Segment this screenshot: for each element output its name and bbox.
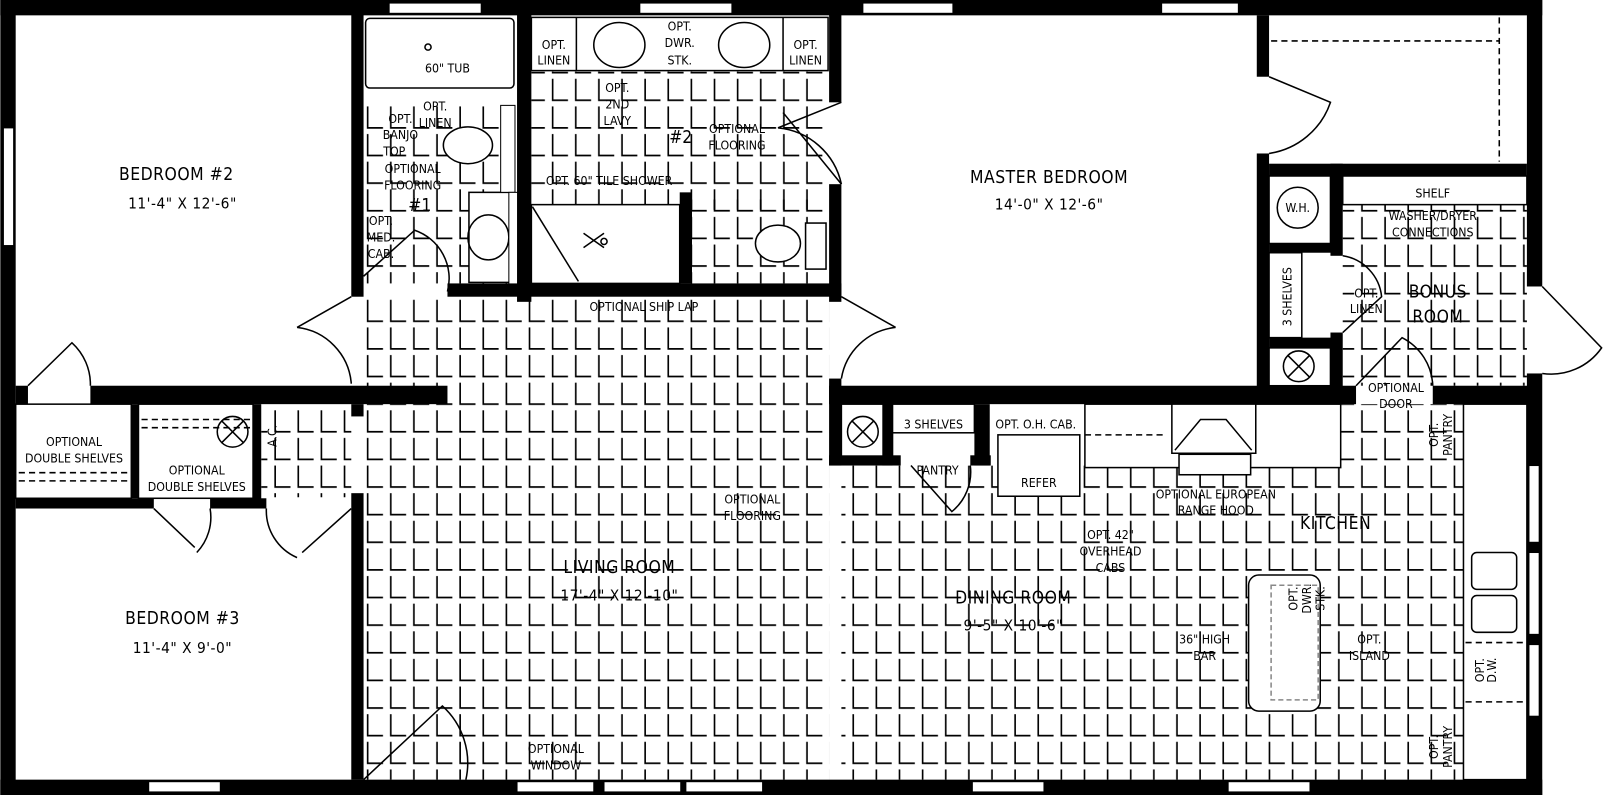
bonus-name-2: ROOM [1412,307,1463,327]
svg-text:WINDOW: WINDOW [531,758,582,772]
svg-text:LINEN: LINEN [419,116,452,130]
bedroom2-name: BEDROOM #2 [119,165,234,185]
svg-text:OPT.: OPT. [1427,735,1441,759]
svg-text:OPTIONAL EUROPEAN: OPTIONAL EUROPEAN [1156,487,1276,501]
svg-text:D.W.: D.W. [1485,658,1499,683]
svg-text:OPTIONAL SHIP LAP: OPTIONAL SHIP LAP [590,300,699,314]
bedroom3-name: BEDROOM #3 [125,609,240,629]
svg-text:DWR.: DWR. [1300,583,1314,613]
fixtures [14,15,1528,781]
doors [27,76,1603,781]
svg-text:OPTIONAL: OPTIONAL [528,742,585,756]
svg-text:W.H.: W.H. [1285,201,1310,215]
svg-text:OPT.: OPT. [542,38,566,52]
svg-text:BAR: BAR [1193,649,1216,663]
svg-text:CABS: CABS [1096,561,1126,575]
svg-text:TOP: TOP [382,145,405,159]
svg-text:DOOR: DOOR [1379,397,1413,411]
svg-text:#1: #1 [408,196,431,216]
svg-text:OPT. 42": OPT. 42" [1087,528,1134,542]
svg-text:OPT.: OPT. [1473,658,1487,682]
svg-text:OPTIONAL: OPTIONAL [385,162,442,176]
bedroom2-size: 11'-4" X 12'-6" [128,195,237,213]
svg-text:60" TUB: 60" TUB [425,62,470,76]
bedroom3-size: 11'-4" X 9'-0" [133,639,232,657]
svg-text:LINEN: LINEN [789,53,822,67]
svg-text:2ND: 2ND [605,97,629,111]
svg-text:OPT.: OPT. [1354,287,1378,301]
svg-text:OPTIONAL: OPTIONAL [709,122,766,136]
svg-text:DWR.: DWR. [665,36,695,50]
svg-text:LINEN: LINEN [1350,302,1383,316]
svg-text:DOUBLE SHELVES: DOUBLE SHELVES [25,451,123,465]
svg-text:FLOORING: FLOORING [384,178,441,192]
svg-text:OPT. 60" TILE SHOWER: OPT. 60" TILE SHOWER [546,174,673,188]
svg-text:#2: #2 [669,128,692,148]
svg-text:OPT.: OPT. [423,100,447,114]
svg-text:OVERHEAD: OVERHEAD [1079,545,1141,559]
svg-text:REFER: REFER [1021,476,1057,490]
svg-text:A.C.: A.C. [266,425,280,447]
svg-text:STK.: STK. [1313,586,1327,610]
tile-flooring [261,71,1527,780]
svg-text:FLOORING: FLOORING [708,138,765,152]
svg-text:OPT.: OPT. [668,20,692,34]
master-size: 14'-0" X 12'-6" [995,196,1104,214]
svg-text:BANJO: BANJO [383,128,419,142]
annotations: 60" TUB OPT.LINEN OPT.DWR.STK. OPT.LINEN… [25,20,1499,773]
svg-text:OPT.: OPT. [1427,423,1441,447]
svg-text:LAVY: LAVY [604,114,632,128]
svg-text:OPTIONAL: OPTIONAL [169,464,226,478]
windows [2,2,1540,793]
svg-text:OPT.: OPT. [388,112,412,126]
svg-text:OPT.: OPT. [794,38,818,52]
svg-text:FLOORING: FLOORING [724,509,781,523]
svg-text:OPT.: OPT. [369,214,393,228]
svg-text:OPTIONAL: OPTIONAL [46,435,103,449]
svg-text:OPTIONAL: OPTIONAL [724,492,781,506]
kitchen-name: KITCHEN [1300,514,1371,534]
svg-text:PANTRY: PANTRY [1441,726,1455,768]
svg-text:WASHER/DRYER: WASHER/DRYER [1389,209,1478,223]
svg-text:DOUBLE SHELVES: DOUBLE SHELVES [148,480,246,494]
svg-text:SHELF: SHELF [1415,186,1450,200]
svg-text:RANGE HOOD: RANGE HOOD [1178,504,1254,518]
dining-size: 9'-5" X 10'-6" [964,616,1063,634]
svg-text:3 SHELVES: 3 SHELVES [904,418,963,432]
svg-text:OPT. O.H. CAB.: OPT. O.H. CAB. [995,418,1076,432]
svg-text:36" HIGH: 36" HIGH [1179,633,1230,647]
svg-text:MED.: MED. [367,230,395,244]
svg-text:PANTRY: PANTRY [1441,414,1455,456]
svg-text:CONNECTIONS: CONNECTIONS [1392,225,1474,239]
living-size: 17'-4" X 12'-10" [560,587,678,605]
svg-text:OPT.: OPT. [1287,586,1301,610]
svg-text:OPTIONAL: OPTIONAL [1368,381,1425,395]
svg-text:CAB.: CAB. [368,247,394,261]
walls [0,0,1543,795]
dining-name: DINING ROOM [955,589,1071,609]
bonus-name: BONUS [1409,283,1467,303]
svg-text:LINEN: LINEN [537,53,570,67]
svg-text:ISLAND: ISLAND [1349,649,1390,663]
svg-text:STK.: STK. [667,53,691,67]
svg-text:PANTRY: PANTRY [917,464,959,478]
master-name: MASTER BEDROOM [970,168,1128,188]
living-name: LIVING ROOM [563,558,675,578]
svg-text:OPT.: OPT. [605,81,629,95]
svg-text:OPT.: OPT. [1357,633,1381,647]
svg-text:3 SHELVES: 3 SHELVES [1281,267,1295,326]
